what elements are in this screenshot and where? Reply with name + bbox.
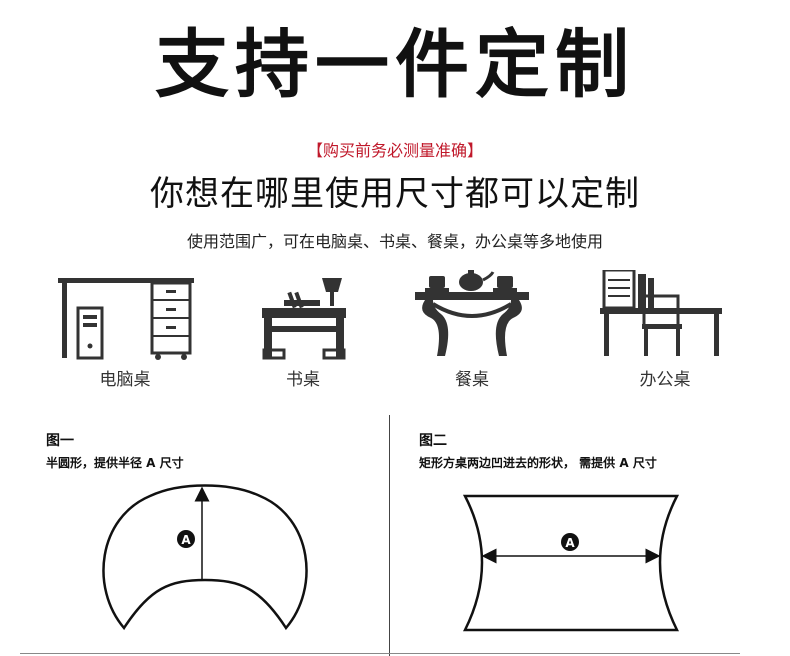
figure-1-half-moon-diagram: A [102,484,308,631]
dining-table-icon [415,270,529,356]
desk-label: 电脑桌 [99,370,151,390]
figure-2-title: 图二 [419,433,447,449]
desk-item-writing: 书桌 [218,270,388,390]
figure-2-concave-rectangle-diagram: A [462,494,680,632]
desk-label: 办公桌 [639,370,691,390]
desk-item-computer: 电脑桌 [40,270,210,390]
desk-label: 书桌 [286,370,320,390]
headline: 支持一件定制 [155,22,635,108]
writing-desk-icon [262,278,346,360]
figure-2-description: 矩形方桌两边凹进去的形状， 需提供 A 尺寸 [419,456,657,470]
computer-desk-icon [58,278,194,360]
desk-item-dining: 餐桌 [387,270,557,390]
subtitle: 你想在哪里使用尺寸都可以定制 [150,174,640,214]
desk-item-office: 办公桌 [580,270,750,390]
figure-1-title: 图一 [46,433,74,449]
figure-1-marker: A [181,533,191,547]
office-desk-icon [600,270,722,356]
desk-label: 餐桌 [455,370,489,390]
usage-description: 使用范围广，可在电脑桌、书桌、餐桌，办公桌等多地使用 [186,232,603,251]
figure-divider [389,415,390,656]
figure-2-marker: A [565,536,575,550]
measurement-note: 【购买前务必测量准确】 [306,141,483,160]
figure-1-description: 半圆形，提供半径 A 尺寸 [46,456,184,470]
bottom-divider [20,653,740,654]
